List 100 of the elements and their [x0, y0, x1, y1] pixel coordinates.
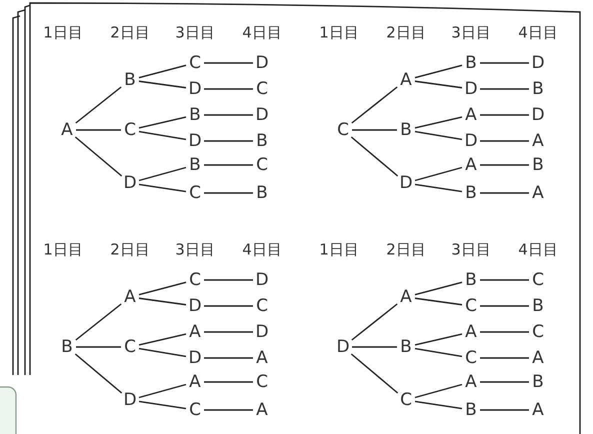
branch-line — [138, 64, 186, 78]
tree-letter: C — [398, 390, 414, 410]
tree-letter: D — [122, 390, 138, 410]
branch-line — [480, 279, 529, 281]
tree-letter: B — [530, 155, 546, 175]
branch-line — [352, 129, 397, 131]
branch-line — [76, 129, 121, 131]
tree-letter: A — [530, 400, 546, 420]
tree-letter: D — [254, 53, 270, 73]
branch-line — [204, 381, 253, 383]
day-label: 3日目 — [175, 24, 215, 42]
tree-letter: A — [254, 400, 270, 420]
tree-letter: C — [254, 155, 270, 175]
day-label: 3日目 — [451, 24, 491, 42]
tree-letter: A — [254, 348, 270, 368]
tree-letter: A — [187, 322, 203, 342]
day-label: 1日目 — [43, 24, 83, 42]
branch-line — [138, 384, 186, 398]
branch-line — [480, 114, 529, 116]
day-label: 4日目 — [518, 240, 558, 260]
tree-letter: B — [59, 337, 75, 357]
branch-line — [138, 298, 186, 306]
tree-letter: B — [254, 131, 270, 151]
tree-letter: D — [463, 131, 479, 151]
tree-letter: C — [463, 348, 479, 368]
branch-line — [480, 192, 529, 194]
tree-letter: A — [398, 70, 414, 90]
tree-letter: B — [530, 296, 546, 316]
branch-line — [350, 353, 398, 394]
tree-letter: B — [463, 183, 479, 203]
branch-line — [414, 384, 462, 398]
branch-line — [480, 357, 529, 359]
day-label: 1日目 — [43, 240, 83, 260]
branch-line — [480, 164, 529, 166]
branch-line — [76, 346, 121, 348]
tree-letter: A — [463, 322, 479, 342]
tree-letter: A — [398, 287, 414, 307]
tree-letter: D — [398, 173, 414, 193]
tree-letter: A — [122, 287, 138, 307]
branch-line — [204, 409, 253, 411]
tree-letter: C — [530, 270, 546, 290]
tree-letter: D — [187, 79, 203, 99]
branch-line — [204, 357, 253, 359]
branch-line — [414, 348, 462, 358]
tree-letter: C — [530, 322, 546, 342]
day-label: 3日目 — [175, 240, 215, 260]
tree-letter: B — [187, 105, 203, 125]
tree-letter: A — [187, 372, 203, 392]
tree-letter: C — [122, 120, 138, 140]
tree-letter: A — [530, 183, 546, 203]
day-label: 1日目 — [319, 240, 359, 260]
tree-letter: C — [463, 296, 479, 316]
branch-line — [414, 298, 462, 306]
tree-letter: B — [398, 337, 414, 357]
branch-line — [204, 331, 253, 333]
day-label: 4日目 — [242, 24, 282, 42]
tree-letter: B — [187, 155, 203, 175]
branch-line — [74, 353, 122, 394]
branch-line — [352, 346, 397, 348]
branch-line — [351, 86, 398, 124]
tree-letter: D — [254, 270, 270, 290]
tree-letter: D — [187, 348, 203, 368]
day-label: 2日目 — [110, 24, 150, 42]
branch-line — [414, 130, 462, 140]
day-label: 3日目 — [451, 240, 491, 260]
branch-line — [204, 305, 253, 307]
tree-letter: D — [122, 173, 138, 193]
branch-line — [414, 333, 462, 346]
tree-letter: B — [463, 400, 479, 420]
branch-line — [204, 164, 253, 166]
tree-letter: C — [254, 372, 270, 392]
branch-line — [480, 305, 529, 307]
tree-letter: B — [530, 79, 546, 99]
branch-line — [204, 140, 253, 142]
tree-letter: B — [530, 372, 546, 392]
tree-letter: C — [335, 120, 351, 140]
branch-line — [414, 282, 462, 296]
tree-letter: D — [254, 105, 270, 125]
tree-letter: A — [59, 120, 75, 140]
day-label: 2日目 — [386, 24, 426, 42]
tree-letter: B — [463, 270, 479, 290]
branch-line — [414, 64, 462, 78]
branch-line — [138, 80, 186, 88]
day-label: 1日目 — [319, 24, 359, 42]
branch-line — [204, 114, 253, 116]
tree-letter: D — [187, 296, 203, 316]
tree-letter: A — [530, 131, 546, 151]
branch-line — [480, 62, 529, 64]
branch-line — [138, 116, 186, 129]
tree-letter: B — [398, 120, 414, 140]
branch-line — [480, 88, 529, 90]
tree-letter: D — [254, 322, 270, 342]
branch-line — [480, 331, 529, 333]
tree-letter: A — [463, 105, 479, 125]
branch-line — [138, 184, 186, 192]
branch-line — [138, 282, 186, 296]
tree-letter: D — [187, 131, 203, 151]
tree-letter: A — [530, 348, 546, 368]
branch-line — [138, 400, 186, 410]
branch-line — [350, 136, 398, 177]
